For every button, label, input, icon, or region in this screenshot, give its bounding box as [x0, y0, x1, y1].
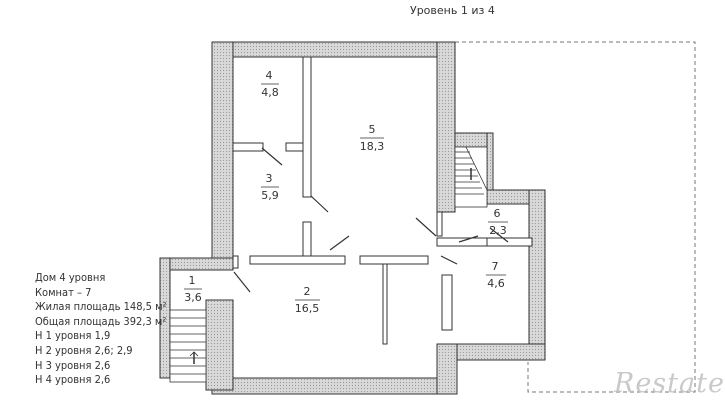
level-indicator: Уровень 1 из 4 [410, 4, 495, 17]
staircase-room1 [169, 309, 207, 383]
room-7-number: 7 [492, 260, 499, 273]
door-swings [233, 147, 509, 293]
room-5-number: 5 [369, 123, 376, 136]
outer-walls [159, 41, 546, 395]
room-1-area: 3,6 [184, 291, 202, 304]
info-height-level-1: Н 1 уровня 1,9 [35, 329, 111, 343]
partitions [232, 56, 533, 345]
info-height-level-4: Н 4 уровня 2,6 [35, 373, 111, 387]
info-house: Дом 4 уровня [35, 271, 106, 284]
room-3-number: 3 [266, 172, 273, 185]
room-2-number: 2 [304, 285, 311, 298]
room-6-area: 2,3 [489, 224, 507, 237]
room-1-number: 1 [189, 274, 196, 287]
info-living-area: Жилая площадь 148,5 м² [35, 300, 167, 314]
house-info: Дом 4 уровня Комнат – 7 Жилая площадь 14… [35, 271, 167, 388]
room-5-area: 18,3 [360, 140, 385, 153]
info-rooms-count: Комнат – 7 [35, 285, 92, 299]
room-2-area: 16,5 [295, 302, 320, 315]
room-4-area: 4,8 [261, 86, 279, 99]
room-4-number: 4 [266, 69, 273, 82]
info-height-level-2: Н 2 уровня 2,6; 2,9 [35, 343, 133, 357]
upper-level-outline [455, 41, 696, 393]
info-height-level-3: Н 3 уровня 2,6 [35, 358, 111, 372]
staircase-upper [454, 146, 488, 208]
brand-logo: Restate [614, 368, 725, 399]
info-total-area: Общая площадь 392,3 м² [35, 314, 167, 328]
room-labels: 4 4,8 5 18,3 3 5,9 6 2,3 7 4,6 1 3,6 2 1… [184, 69, 508, 315]
room-7-area: 4,6 [487, 277, 505, 290]
room-6-number: 6 [494, 207, 501, 220]
room-3-area: 5,9 [261, 189, 279, 202]
